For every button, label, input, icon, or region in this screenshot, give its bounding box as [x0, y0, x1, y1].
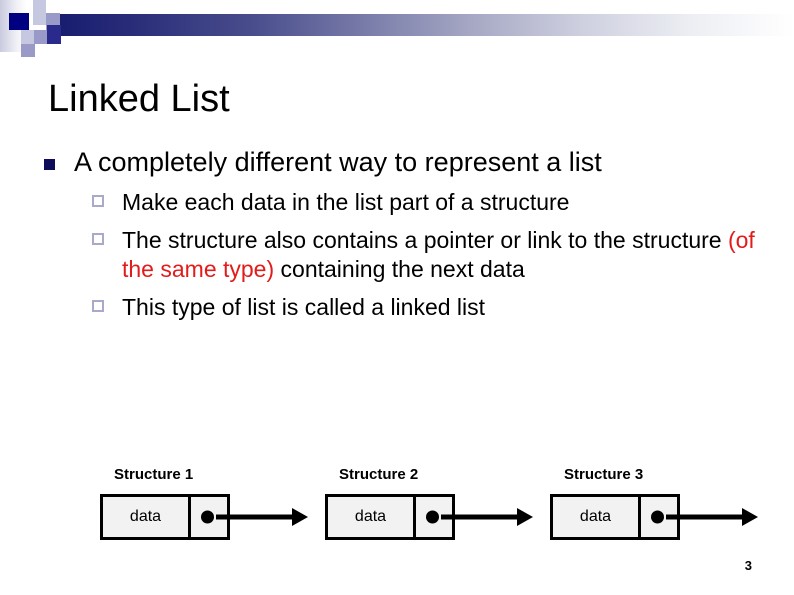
bullet-level1-text: A completely different way to represent …	[74, 147, 602, 177]
list-node-2-arrow-head-icon	[517, 508, 533, 526]
banner-deco-square-3	[33, 13, 46, 25]
banner-deco-square-1	[33, 0, 46, 13]
pointer-dot-icon	[201, 510, 214, 524]
banner-gradient-bar	[46, 14, 794, 36]
bullet-level2-1-text: Make each data in the list part of a str…	[122, 189, 570, 215]
banner-deco-square-5	[21, 30, 34, 44]
list-node-1-arrow-line	[216, 514, 292, 520]
list-node-3-arrow-line	[666, 514, 742, 520]
list-node-3-data-cell: data	[553, 497, 641, 537]
list-node-1-data-cell: data	[103, 497, 191, 537]
list-node-3-box: data	[550, 494, 680, 540]
list-node-1-label: Structure 1	[114, 466, 194, 483]
banner-deco-square-8	[21, 44, 35, 57]
bullet-level2-1: Make each data in the list part of a str…	[36, 188, 766, 217]
highlight-text: (of the same type)	[122, 227, 755, 282]
list-node-3-arrow-head-icon	[742, 508, 758, 526]
bullet-level2-3-text: This type of list is called a linked lis…	[122, 294, 486, 320]
slide-body: A completely different way to represent …	[36, 146, 766, 322]
list-node-3: Structure 3 data	[550, 466, 758, 540]
linked-list-diagram: Structure 1 data Structure 2 data Struct…	[0, 452, 794, 552]
banner-deco-square-6	[34, 30, 47, 44]
list-node-2-arrow-line	[441, 514, 517, 520]
square-bullet-icon	[44, 159, 55, 170]
list-node-2-label: Structure 2	[339, 466, 419, 483]
list-node-3-label: Structure 3	[564, 466, 644, 483]
list-node-1-arrow-head-icon	[292, 508, 308, 526]
bullet-level1: A completely different way to represent …	[36, 146, 766, 179]
banner-deco-square-7	[47, 25, 61, 44]
list-node-2-data-cell: data	[328, 497, 416, 537]
list-node-2-box: data	[325, 494, 455, 540]
pointer-dot-icon	[426, 510, 439, 524]
page-number: 3	[744, 558, 752, 573]
list-node-2: Structure 2 data	[325, 466, 533, 540]
slide-header-banner	[0, 0, 794, 57]
pointer-dot-icon	[651, 510, 664, 524]
bullet-level2-3: This type of list is called a linked lis…	[36, 293, 766, 322]
list-node-3-pointer-cell	[641, 497, 680, 537]
page-title: Linked List	[48, 78, 230, 120]
hollow-square-bullet-icon	[92, 233, 104, 245]
bullet-level2-2: The structure also contains a pointer or…	[36, 226, 766, 284]
list-node-1: Structure 1 data	[100, 466, 308, 540]
hollow-square-bullet-icon	[92, 195, 104, 207]
list-node-1-pointer-cell	[191, 497, 230, 537]
banner-deco-square-2	[9, 13, 29, 30]
list-node-1-box: data	[100, 494, 230, 540]
bullet-level2-2-text: The structure also contains a pointer or…	[122, 227, 755, 282]
hollow-square-bullet-icon	[92, 300, 104, 312]
list-node-2-pointer-cell	[416, 497, 455, 537]
